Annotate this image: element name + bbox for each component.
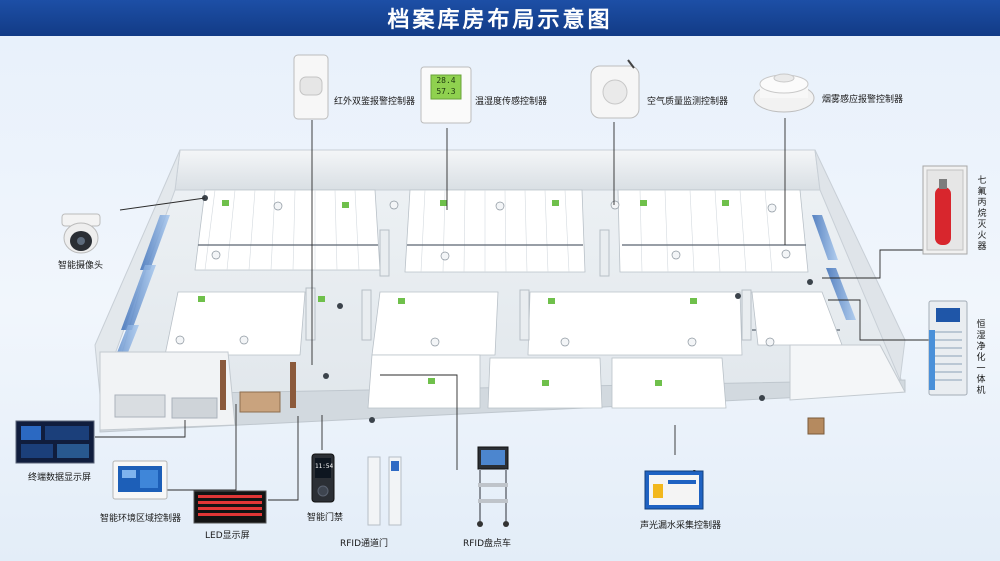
smoke-device (752, 66, 816, 118)
leak-sensor-box-icon (644, 461, 704, 510)
access-time: 11:54 (315, 463, 334, 470)
camera-label: 智能摄像头 (58, 261, 104, 271)
leader-lines (95, 118, 930, 501)
terminal-screen-device (15, 420, 95, 464)
leak-label: 声光漏水采集控制器 (640, 521, 722, 531)
air-monitor-icon (590, 59, 640, 119)
thermo-line-1: 28.4 (436, 76, 456, 85)
rfid-gate-icon (367, 456, 402, 526)
env-controller-device (112, 460, 168, 500)
dome-camera-icon (61, 213, 101, 254)
fire-extinguisher-icon (922, 165, 968, 255)
access-label: 智能门禁 (307, 513, 344, 523)
rfid-gate-device (365, 455, 405, 527)
title-bar: 档案库房布局示意图 (0, 0, 1000, 36)
access-device: 11:54 (311, 453, 335, 503)
columns (305, 229, 752, 341)
smoke-detector-icon (753, 73, 815, 113)
rfid-cart-label: RFID盘点车 (463, 539, 512, 549)
temp-humidity-device: 28.4 57.3 (420, 66, 472, 124)
air-quality-label: 空气质量监测控制器 (647, 97, 729, 107)
fire-ext-device (922, 165, 968, 255)
rfid-cart-device (470, 445, 516, 529)
office-area (99, 351, 296, 431)
door-access-icon (311, 453, 335, 503)
smoke-label: 烟雾感应报警控制器 (822, 95, 904, 105)
terminal-screen-label: 终端数据显示屏 (28, 473, 92, 483)
thermo-line-2: 57.3 (436, 87, 456, 96)
ir-sensor-icon (293, 54, 329, 120)
temp-humidity-label: 温湿度传感控制器 (475, 97, 548, 107)
purifier-unit-icon (928, 300, 968, 396)
env-controller-label: 智能环境区域控制器 (100, 514, 182, 524)
camera-device (56, 210, 106, 256)
back-wall (174, 149, 821, 191)
room-cameras (202, 195, 813, 423)
control-panel-icon (112, 460, 168, 500)
rfid-gate-label: RFID通道门 (340, 539, 389, 549)
monitor-screen-icon (15, 420, 95, 464)
green-sensors (198, 200, 729, 386)
humid-purifier-label: 恒湿净化一体机 (976, 320, 986, 396)
humid-purifier-device (928, 300, 968, 396)
fire-ext-label: 七氟丙烷灭火器 (977, 176, 987, 252)
leak-device (644, 461, 704, 510)
thermostat-icon (420, 66, 472, 124)
led-board-icon (193, 490, 267, 524)
air-quality-device (588, 58, 642, 120)
led-screen-label: LED显示屏 (205, 531, 250, 541)
ceiling-detectors (175, 200, 791, 347)
shelf-slats-back (204, 189, 773, 273)
ir-alarm-label: 红外双鉴报警控制器 (334, 97, 416, 107)
page-title: 档案库房布局示意图 (387, 8, 613, 33)
small-room (789, 344, 906, 435)
ir-alarm-device (292, 53, 330, 121)
led-screen-device (193, 490, 267, 524)
inventory-cart-icon (477, 446, 509, 527)
